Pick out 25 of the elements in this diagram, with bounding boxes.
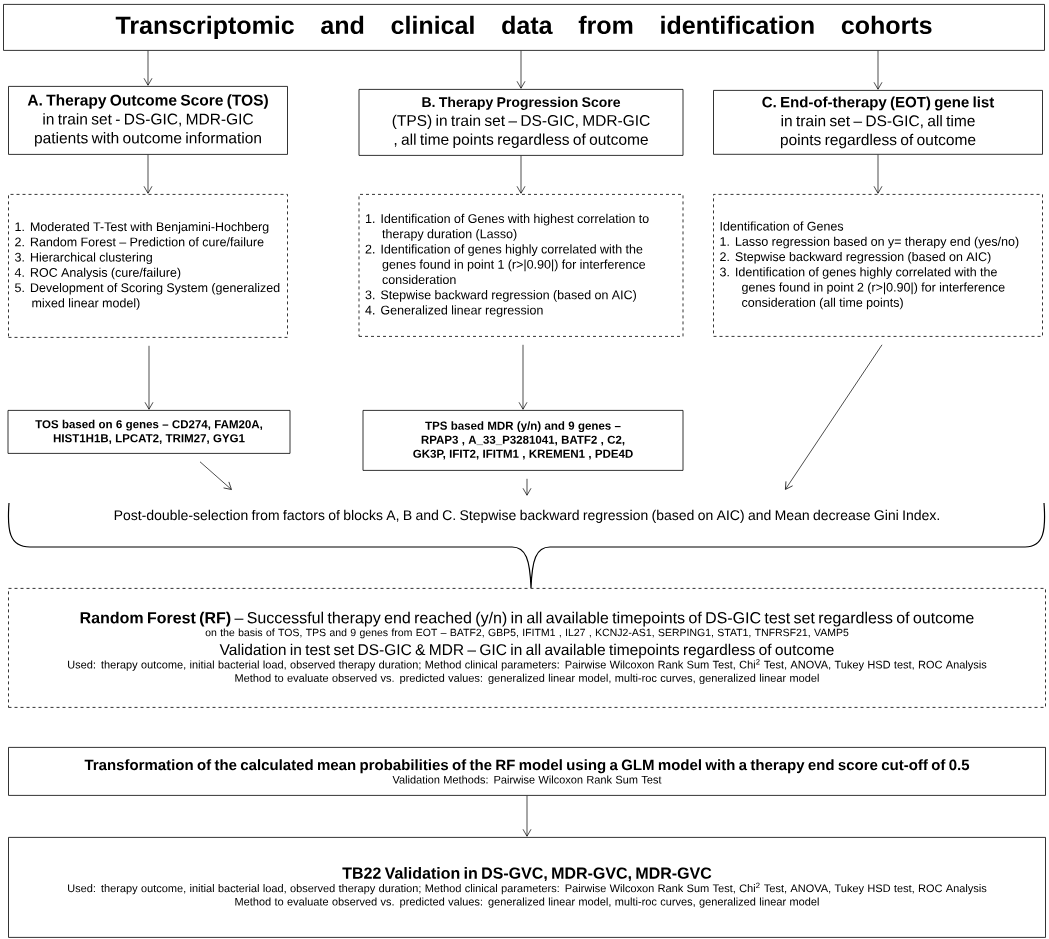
arrow [143, 154, 153, 194]
process-box: C. End-of-therapy (EOT) gene list in train set – DS-GIC, all time points regardless of outcome [713, 90, 1043, 155]
title-box: Transcriptomic and clinical data from identification cohorts [3, 4, 1045, 51]
model-box: Random Forest (RF) – Successful therapy end reached (y/n) in all available timepoints of DS-GIC test set regardless of outcome on the basis of TOS, TPS and 9 genes from EOT – BATF2, GBP5, IFITM1 , IL27 , KCNJ2-AS1, SERPING1, STAT1, TNFRSF21, VAMP5 Validation in test set DS-GIC & MDR – GIC in all available timepoints regardless of outcome Used: therapy outcome, initial bacterial load, observed therapy duration; Method clinical parameters: Pairwise Wilcoxon Rank Sum Test, Chi$^{2}$ Test, ANOVA, Tukey HSD test, ROC Analysis Method to evaluate observed vs. predicted values: generalized linear model, multi-roc curves, generalized linear model [8, 588, 1046, 708]
arrow [873, 50, 883, 90]
method-list-box: 1. Moderated T-Test with Benjamini-Hochberg 2. Random Forest – Prediction of cure/failure 3. Hierarchical clustering 4. ROC Analysis (cure/failure) 5. Development of Scoring System (generalized mixed linear model) [8, 194, 288, 338]
arrow [516, 50, 526, 89]
arrow [516, 155, 526, 194]
method-list-box: Identification of Genes 1. Lasso regression based on y= therapy end (yes/no) 2. Stepwise backward regression (based on AIC) 3. Identification of genes highly correlated with the genes found in point 2 (r>|0.90|) for interference consideration (all time points) [713, 194, 1043, 337]
arrow [522, 795, 532, 837]
step-text: Post-double-selection from factors of blocks A, B and C. Stepwise backward regression (based on AIC) and Mean decrease Gini Index. [114, 509, 939, 523]
arrow [873, 154, 883, 194]
arrow [199, 461, 232, 490]
process-box: A. Therapy Outcome Score (TOS) in train set - DS-GIC, MDR-GIC patients with outcome information [8, 86, 288, 155]
process-box: Transformation of the calculated mean probabilities of the RF model using a GLM model with a therapy end score cut-off of 0.5 Validation Methods: Pairwise Wilcoxon Rank Sum Test [8, 747, 1046, 796]
arrow [144, 345, 154, 410]
arrow [143, 50, 153, 86]
arrow [785, 344, 883, 490]
result-box: TPS based MDR (y/n) and 9 genes – RPAP3 , A_33_P3281041, BATF2 , C2, GK3P, IFIT2, IFITM1 , KREMEN1 , PDE4D [362, 410, 684, 471]
arrow [518, 344, 528, 410]
validation-box: TB22 Validation in DS-GVC, MDR-GVC, MDR-GVC Used: therapy outcome, initial bacterial load, observed therapy duration; Method clinical parameters: Pairwise Wilcoxon Rank Sum Test, Chi$^{2}$ Test, ANOVA, Tukey HSD test, ROC Analysis Method to evaluate observed vs. predicted values: generalized linear model, multi-roc curves, generalized linear model [8, 837, 1046, 938]
result-box: TOS based on 6 genes – CD274, FAM20A, HIST1H1B, LPCAT2, TRIM27, GYG1 [7, 410, 291, 454]
process-box: B. Therapy Progression Score (TPS) in train set – DS-GIC, MDR-GIC , all time points regardless of outcome [358, 89, 684, 156]
arrow [522, 478, 532, 496]
method-list-box: 1. Identification of Genes with highest correlation to therapy duration (Lasso) 2. Identification of genes highly correlated with the genes found in point 1 (r>|0.90|) for interference consideration 3. Stepwise backward regression (based on AIC) 4. Generalized linear regression [358, 194, 684, 337]
